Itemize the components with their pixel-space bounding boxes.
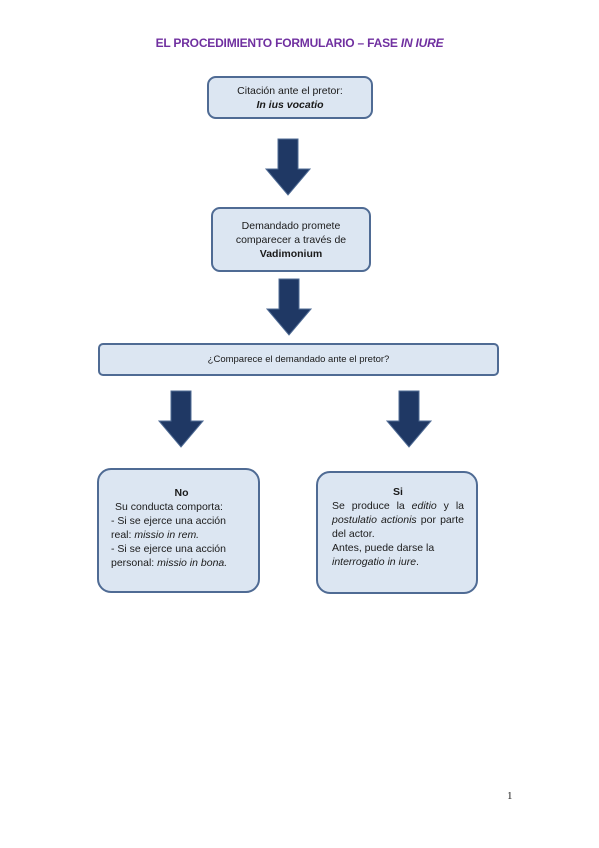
box-no-line4: - Si se ejerce una acción <box>111 543 226 555</box>
box-citacion: Citación ante el pretor: In ius vocatio <box>207 76 373 119</box>
box-question-text: ¿Comparece el demandado ante el pretor? <box>207 353 390 365</box>
box-vadimonium-line1: Demandado promete <box>241 219 341 232</box>
box-citacion-line1: Citación ante el pretor: <box>237 84 343 97</box>
box-si-paragraph1: Se produce la editio y la postulatio act… <box>332 500 465 540</box>
box-vadimonium-line3: Vadimonium <box>259 247 323 260</box>
box-si: Si Se produce la editio y la postulatio … <box>316 471 478 594</box>
arrow-down-right-icon <box>386 390 432 448</box>
page-number: 1 <box>507 790 513 802</box>
box-no-line5: personal: missio in bona. <box>111 557 228 569</box>
box-si-heading: Si <box>393 486 403 498</box>
box-si-paragraph2: Antes, puede darse la interrogatio in iu… <box>332 542 435 568</box>
arrow-down-icon <box>266 278 312 336</box>
box-no-line3: real: missio in rem. <box>111 529 200 541</box>
box-no-heading: No <box>174 487 189 499</box>
box-no-line2: - Si se ejerce una acción <box>111 515 226 527</box>
box-no-line1: Su conducta comporta: <box>115 501 223 513</box>
page-title: EL PROCEDIMIENTO FORMULARIO – FASE IN IU… <box>155 36 444 50</box>
box-no: No Su conducta comporta: - Si se ejerce … <box>97 468 260 593</box>
box-question: ¿Comparece el demandado ante el pretor? <box>98 343 499 376</box>
arrow-down-left-icon <box>158 390 204 448</box>
box-vadimonium-line2: comparecer a través de <box>235 233 347 246</box>
box-vadimonium: Demandado promete comparecer a través de… <box>211 207 371 272</box>
arrow-down-icon <box>265 138 311 196</box>
box-citacion-line2: In ius vocatio <box>256 98 324 111</box>
